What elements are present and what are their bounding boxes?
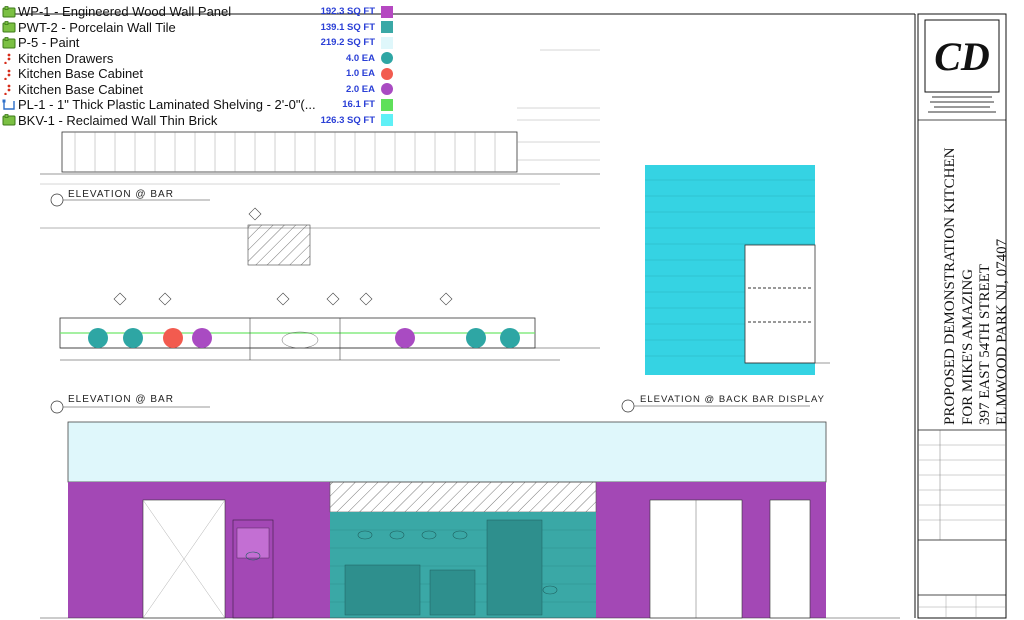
legend-item-name: PWT-2 - Porcelain Wall Tile bbox=[18, 19, 176, 35]
legend-item-color-swatch bbox=[381, 36, 393, 49]
legend-item-color-swatch bbox=[381, 52, 393, 65]
takeoff-legend: WP-1 - Engineered Wood Wall Panel 192.3 S… bbox=[0, 4, 395, 128]
firm-logo: CD bbox=[934, 34, 990, 79]
legend-item[interactable]: Kitchen Drawers 4.0 EA bbox=[0, 51, 395, 67]
title-block bbox=[917, 13, 1007, 619]
length-icon bbox=[0, 99, 18, 111]
legend-item-name: PL-1 - 1" Thick Plastic Laminated Shelvi… bbox=[18, 97, 316, 113]
drawer-count-marker[interactable] bbox=[88, 328, 108, 348]
area-icon bbox=[0, 36, 18, 49]
legend-item-quantity: 1.0 EA bbox=[345, 68, 375, 80]
legend-item-color-swatch bbox=[381, 98, 393, 111]
elevation-c-label: ELEVATION @ BACK BAR DISPLAY bbox=[640, 394, 825, 405]
elevation-b-label: ELEVATION @ BAR bbox=[68, 394, 174, 405]
legend-item-name: BKV-1 - Reclaimed Wall Thin Brick bbox=[18, 112, 218, 128]
elevation-a-label: ELEVATION @ BAR bbox=[68, 189, 174, 200]
base-cabinet-count-marker[interactable] bbox=[163, 328, 183, 348]
legend-item-name: P-5 - Paint bbox=[18, 35, 80, 51]
legend-item-color-swatch bbox=[381, 21, 393, 34]
legend-item-quantity: 192.3 SQ FT bbox=[320, 6, 375, 18]
project-title-line-2: FOR MIKE'S AMAZING bbox=[960, 268, 976, 425]
project-title-line-3: 397 EAST 54TH STREET bbox=[977, 264, 993, 425]
drawer-count-marker[interactable] bbox=[123, 328, 143, 348]
base-cabinet-count-marker[interactable] bbox=[192, 328, 212, 348]
area-icon bbox=[0, 114, 18, 126]
legend-item-quantity: 219.2 SQ FT bbox=[320, 37, 375, 49]
legend-item-color-swatch bbox=[381, 114, 393, 127]
legend-item-name: Kitchen Base Cabinet bbox=[18, 66, 144, 82]
project-title-line-4: ELMWOOD PARK NJ, 07407 bbox=[994, 238, 1010, 425]
legend-item[interactable]: WP-1 - Engineered Wood Wall Panel 192.3 S… bbox=[0, 4, 395, 20]
project-title-line-1: PROPOSED DEMONSTRATION KITCHEN bbox=[942, 147, 958, 425]
base-cabinet-count-marker[interactable] bbox=[395, 328, 415, 348]
count-icon bbox=[0, 68, 18, 80]
legend-item-name: Kitchen Drawers bbox=[18, 50, 114, 66]
legend-item[interactable]: Kitchen Base Cabinet 1.0 EA bbox=[0, 66, 395, 82]
count-icon bbox=[0, 52, 18, 65]
area-icon bbox=[0, 5, 18, 18]
legend-item[interactable]: P-5 - Paint 219.2 SQ FT bbox=[0, 35, 395, 51]
elevation-c-drawing bbox=[621, 165, 830, 413]
bottom-elevation-drawing bbox=[40, 421, 900, 619]
legend-item-color-swatch bbox=[381, 83, 393, 96]
legend-item-quantity: 16.1 FT bbox=[342, 99, 375, 111]
area-icon bbox=[0, 21, 18, 33]
legend-item-quantity: 4.0 EA bbox=[345, 52, 375, 64]
legend-item-quantity: 2.0 EA bbox=[345, 83, 375, 95]
drawer-count-marker[interactable] bbox=[466, 328, 486, 348]
legend-item-name: WP-1 - Engineered Wood Wall Panel bbox=[18, 4, 232, 20]
legend-item[interactable]: BKV-1 - Reclaimed Wall Thin Brick 126.3 S… bbox=[0, 113, 395, 129]
count-icon bbox=[0, 83, 18, 96]
legend-item-name: Kitchen Base Cabinet bbox=[18, 81, 144, 97]
paint-area[interactable] bbox=[67, 421, 827, 483]
elevation-a-drawing bbox=[40, 49, 600, 207]
legend-item[interactable]: Kitchen Base Cabinet 2.0 EA bbox=[0, 82, 395, 98]
legend-item-quantity: 139.1 SQ FT bbox=[320, 21, 375, 33]
drawer-count-marker[interactable] bbox=[500, 328, 520, 348]
elevation-b-drawing bbox=[40, 207, 600, 414]
legend-item-color-swatch bbox=[381, 67, 393, 80]
legend-item-color-swatch bbox=[381, 5, 393, 18]
legend-item[interactable]: PWT-2 - Porcelain Wall Tile 139.1 SQ FT bbox=[0, 20, 395, 36]
legend-item-quantity: 126.3 SQ FT bbox=[320, 114, 375, 126]
legend-item[interactable]: PL-1 - 1" Thick Plastic Laminated Shelvi… bbox=[0, 97, 395, 113]
